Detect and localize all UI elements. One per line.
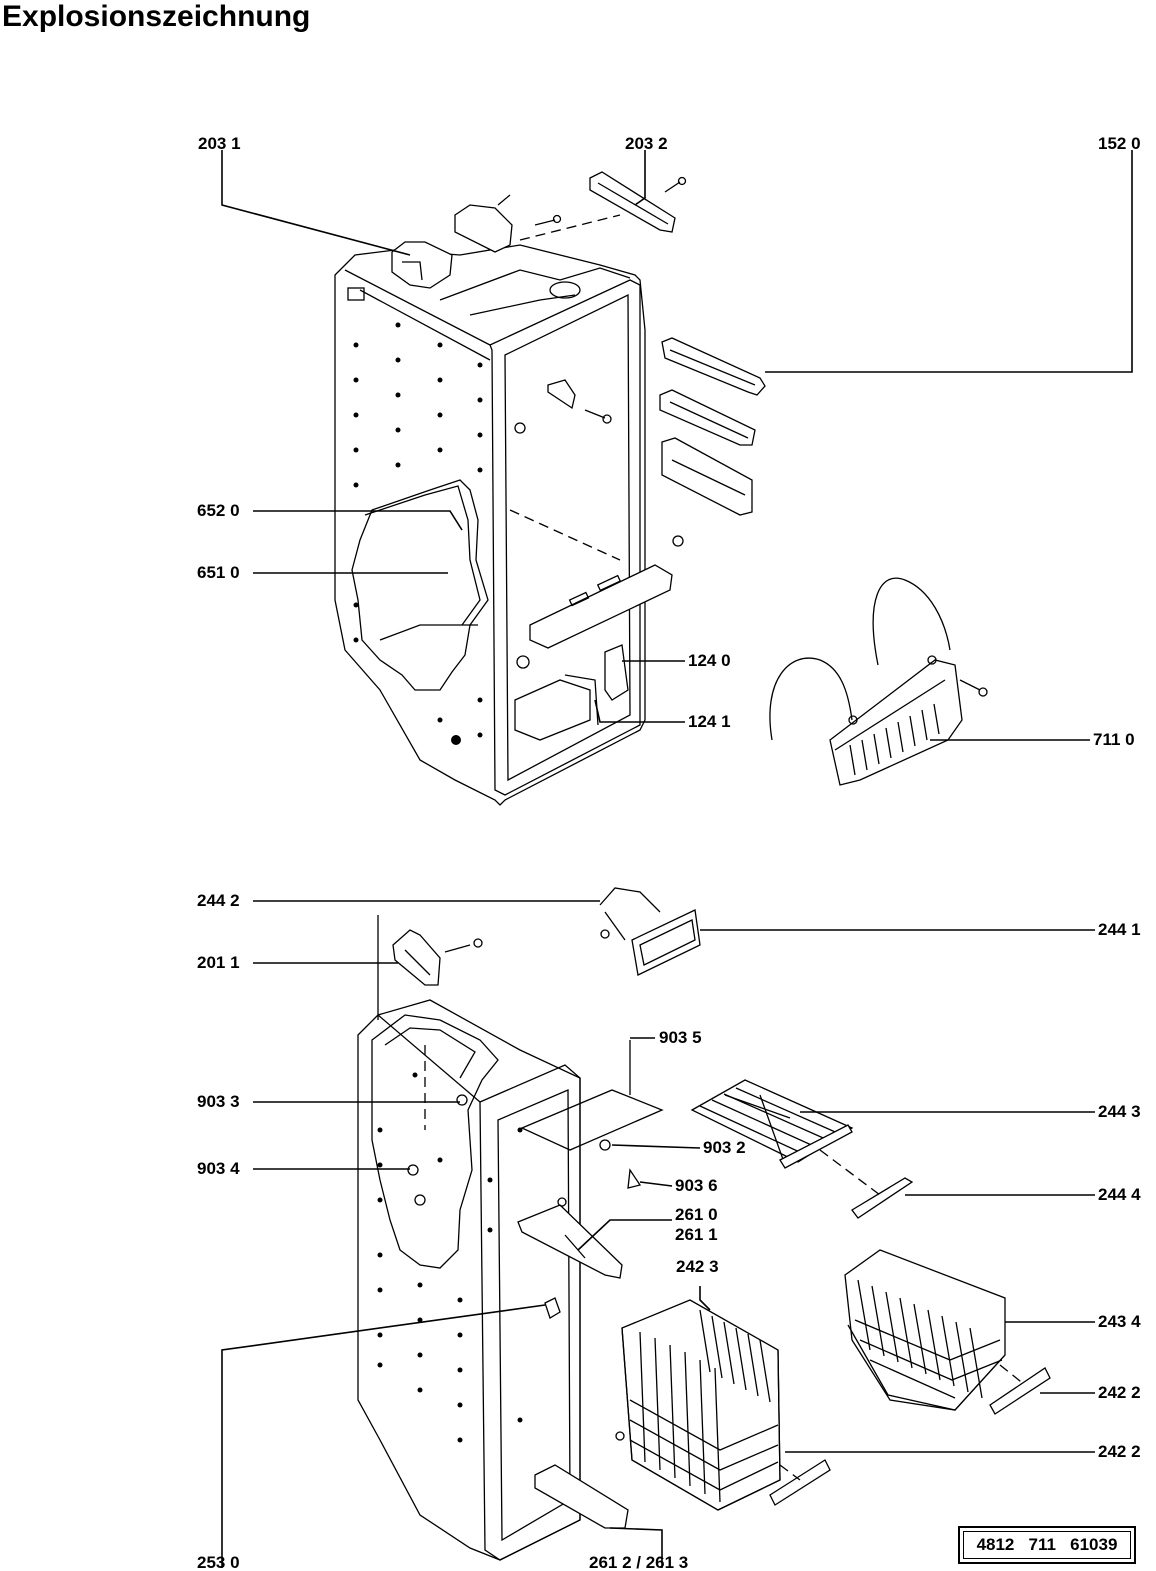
lower-cabinet-holes	[377, 1072, 523, 1443]
page-title: Explosionszeichnung	[2, 0, 311, 33]
part-number-box: 4812 711 61039	[958, 1526, 1136, 1564]
label-6510: 651 0	[197, 563, 240, 582]
label-6520: 652 0	[197, 501, 240, 520]
label-2612-2613: 261 2 / 261 3	[589, 1553, 688, 1571]
label-2422a: 242 2	[1098, 1383, 1141, 1402]
leader-lines	[221, 150, 1133, 1568]
door-shelves	[659, 337, 766, 516]
label-2031: 203 1	[198, 134, 241, 153]
upper-cabinet-holes	[353, 322, 483, 745]
label-2032: 203 2	[625, 134, 668, 153]
wire-shelf	[690, 1079, 914, 1219]
ice-bin	[769, 577, 988, 786]
label-2611: 261 1	[675, 1225, 718, 1244]
label-9036: 903 6	[675, 1176, 718, 1195]
label-2441: 244 1	[1098, 920, 1141, 939]
part-number: 4812 711 61039	[963, 1531, 1131, 1559]
freezer-basket-right	[844, 1249, 1051, 1415]
label-9033: 903 3	[197, 1092, 240, 1111]
label-2444: 244 4	[1098, 1185, 1141, 1204]
label-2011: 201 1	[197, 953, 240, 972]
label-2530: 253 0	[197, 1553, 240, 1571]
label-2442: 244 2	[197, 891, 240, 910]
part-labels: 203 1 203 2 152 0 652 0 651 0 124 0 124 …	[197, 134, 1141, 1571]
label-2610: 261 0	[675, 1205, 718, 1224]
label-2422b: 242 2	[1098, 1442, 1141, 1461]
label-1240: 124 0	[688, 651, 731, 670]
upper-cabinet	[334, 171, 687, 806]
label-7110: 711 0	[1093, 730, 1135, 749]
freezer-basket-left	[621, 1299, 831, 1511]
label-9035: 903 5	[659, 1028, 702, 1047]
label-1241: 124 1	[688, 712, 731, 731]
lower-cabinet	[357, 887, 701, 1561]
label-1520: 152 0	[1098, 134, 1141, 153]
label-9034: 903 4	[197, 1159, 240, 1178]
label-2443: 244 3	[1098, 1102, 1141, 1121]
label-9032: 903 2	[703, 1138, 746, 1157]
label-2434: 243 4	[1098, 1312, 1141, 1331]
label-2423: 242 3	[676, 1257, 719, 1276]
